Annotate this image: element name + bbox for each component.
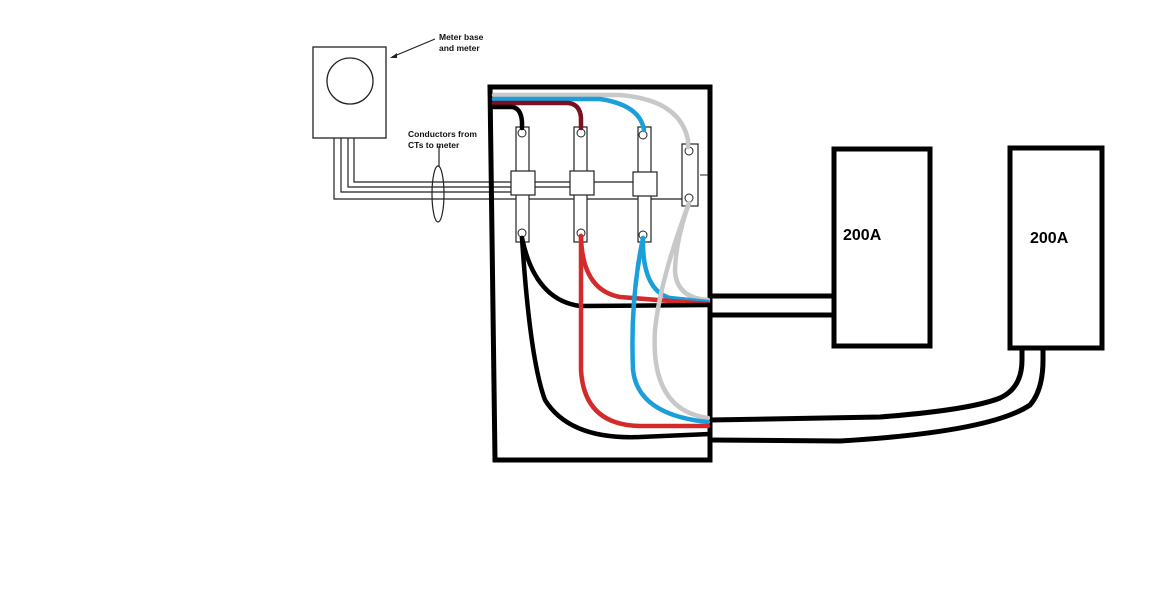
panel1-line1-wire — [519, 235, 713, 309]
subpanel-1: 200A — [831, 146, 933, 349]
current-transformer-1 — [510, 126, 536, 243]
panel2-line1-wire — [519, 235, 713, 440]
ct-enclosure — [487, 84, 713, 463]
panel1-neutral-wire — [672, 200, 711, 303]
conductors-label-line1: Conductors from — [408, 129, 477, 139]
meter-label-line2: and meter — [439, 43, 480, 53]
ct-enclosure-outline — [487, 84, 713, 463]
panel2-feeder-lower — [709, 348, 1046, 444]
supply-wire-line1 — [491, 104, 525, 131]
meter-base-box — [312, 46, 387, 139]
meter-arrowhead — [390, 53, 397, 58]
feeders-panel-2 — [709, 348, 1046, 444]
subpanel-2: 200A — [1007, 145, 1105, 351]
subpanel-1-box — [831, 146, 933, 349]
feeders-panel-1 — [710, 293, 833, 318]
conductor-bundle-ellipse — [431, 165, 445, 223]
meter-label: Meter base and meter — [390, 32, 484, 58]
ct-conductor-4 — [353, 138, 645, 183]
load-wires-panel-2 — [519, 200, 713, 440]
panel1-line3-wire — [640, 235, 711, 305]
meter-label-line1: Meter base — [439, 32, 484, 42]
panel2-neutral-wire — [652, 200, 711, 421]
subpanel-2-box — [1007, 145, 1105, 351]
current-transformer-2 — [569, 126, 595, 243]
ct-conductor-2 — [340, 138, 525, 193]
ct-conductor-3 — [347, 138, 585, 188]
supply-wire-neutral — [491, 92, 691, 150]
supply-wire-line3 — [491, 96, 647, 133]
subpanel-2-rating: 200A — [1030, 230, 1069, 247]
panel2-line3-wire — [630, 235, 711, 425]
current-transformer-3 — [632, 126, 658, 243]
panel2-line2-wire — [578, 233, 711, 429]
meter-base — [312, 46, 387, 139]
neutral-bar — [681, 143, 708, 207]
supply-wires — [491, 92, 691, 150]
supply-wire-line2 — [491, 100, 584, 131]
conductors-label-line2: CTs to meter — [408, 140, 460, 150]
subpanel-1-rating: 200A — [843, 227, 882, 244]
panel2-feeder-upper — [709, 348, 1025, 423]
ct-busbars — [510, 126, 708, 243]
meter-dial — [326, 57, 374, 105]
meter-arrow — [391, 38, 436, 58]
